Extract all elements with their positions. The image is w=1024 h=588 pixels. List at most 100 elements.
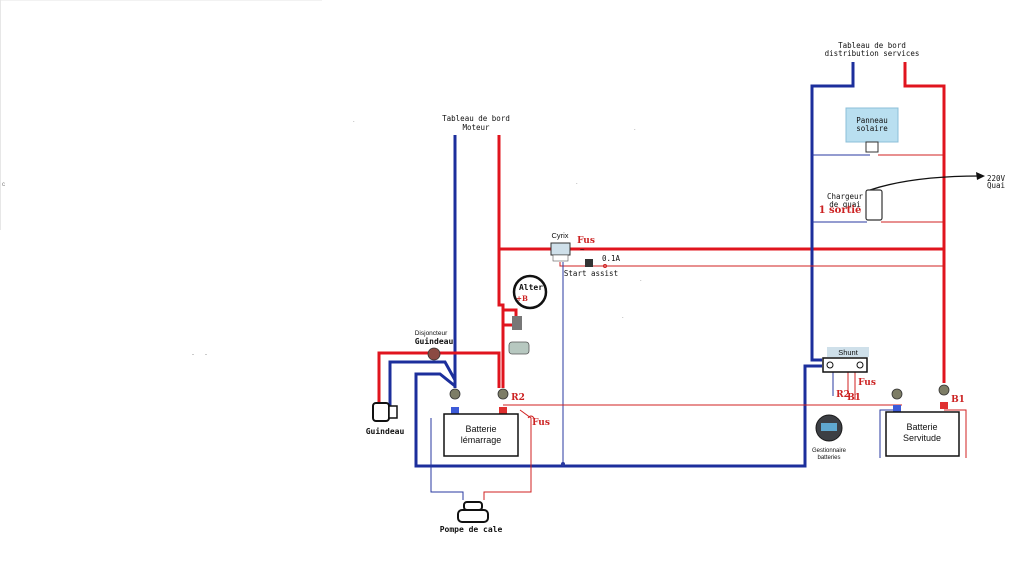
bilge-pump-body-icon bbox=[457, 509, 489, 523]
starter-motor-icon bbox=[508, 341, 530, 355]
stray-dot-5: . bbox=[576, 180, 578, 186]
shore-charger-icon bbox=[865, 189, 883, 221]
tableau-moteur-label-l1: Tableau de bord bbox=[442, 114, 510, 123]
start-assist: Start assist 0.1A bbox=[564, 254, 621, 278]
service-battery-box bbox=[885, 411, 960, 457]
service-battery: Batterie Servitude bbox=[885, 411, 960, 457]
bilge-pump-label: Pompe de cale bbox=[440, 525, 503, 534]
starter-battery-label-l2: lémarrage bbox=[461, 435, 502, 445]
thin-red-pump bbox=[483, 409, 532, 500]
ground-node bbox=[561, 462, 565, 466]
cyrix-icon bbox=[550, 242, 571, 256]
bilge-pump-top-icon bbox=[463, 501, 483, 511]
tableau-moteur-label-l2: Moteur bbox=[462, 123, 490, 132]
stray-dot-7: . bbox=[622, 314, 624, 320]
start-assist-switch-icon bbox=[585, 259, 593, 267]
stray-dot: - bbox=[192, 352, 194, 358]
windlass-motor: Guindeau bbox=[366, 402, 405, 436]
servitude-positive-post-icon bbox=[940, 402, 948, 409]
fus-label-cyrix: Fus bbox=[577, 236, 595, 246]
red-wire-distribution bbox=[903, 62, 946, 383]
solar-regulator-icon bbox=[865, 141, 879, 153]
shore-charger-label-l1: Chargeur bbox=[827, 192, 864, 201]
r2-left-label: R2 bbox=[511, 393, 525, 403]
quai-label-l1: 220V bbox=[987, 174, 1006, 183]
thin-blue-servitude bbox=[879, 409, 897, 458]
tableau-services-label-l2: distribution services bbox=[825, 49, 920, 58]
fus-left-label: Fus bbox=[532, 418, 550, 428]
alternator-label: Alter bbox=[519, 283, 543, 292]
red-wire-guindeau bbox=[377, 351, 429, 403]
red-wire-disjoncteur bbox=[440, 351, 501, 388]
service-battery-label-l2: Servitude bbox=[903, 433, 941, 443]
tableau-moteur-label-bg bbox=[441, 113, 511, 135]
thin-blue-pump bbox=[430, 418, 464, 500]
stray-dot-4: . bbox=[634, 126, 636, 132]
positive-terminal-icon bbox=[497, 388, 509, 400]
negative-post-icon bbox=[451, 407, 459, 414]
windlass-gear-icon bbox=[388, 405, 398, 419]
breaker-icon bbox=[427, 347, 441, 361]
guindeau-breaker: Disjoncteur Guindeau bbox=[415, 330, 454, 361]
blue-wire-bottom-loop bbox=[414, 364, 822, 468]
starter-battery-box bbox=[443, 413, 519, 457]
cyrix-label: Cyrix bbox=[551, 231, 568, 240]
battery-terminals-left bbox=[449, 388, 509, 414]
alternator: Alter +B bbox=[508, 274, 548, 355]
alternator-icon bbox=[512, 274, 548, 310]
quai-cable bbox=[869, 175, 981, 191]
shore-charger-label-l2: de quai bbox=[829, 200, 861, 209]
thin-red-servitude bbox=[944, 409, 967, 458]
positive-post-icon bbox=[499, 407, 507, 414]
fus-shunt-label: Fus bbox=[858, 378, 876, 388]
stray-dot-2: - bbox=[205, 352, 207, 358]
windlass-motor-icon bbox=[372, 402, 390, 422]
solar-panel: Panneau solaire bbox=[845, 107, 899, 153]
cyrix-relay: Cyrix bbox=[550, 231, 571, 262]
battery-monitor-label-l1: Gestionnaire bbox=[812, 448, 847, 454]
solar-panel-label-l1: Panneau bbox=[856, 116, 888, 125]
servitude-negative-post-icon bbox=[893, 405, 901, 412]
cyrix-terminals-icon bbox=[552, 254, 569, 262]
fuse-small-icon bbox=[603, 264, 607, 268]
stray-dot-3: . bbox=[353, 118, 355, 124]
starter-battery: Batterie lémarrage bbox=[443, 413, 519, 457]
starter-relay-icon bbox=[512, 316, 522, 330]
shunt-label-bg bbox=[827, 347, 869, 357]
bilge-pump: Pompe de cale bbox=[440, 501, 503, 534]
service-battery-label-l1: Batterie bbox=[906, 422, 937, 432]
thin-red-start-assist bbox=[559, 262, 945, 267]
disjoncteur-guindeau-label: Guindeau bbox=[415, 336, 454, 346]
shore-charger-output-label: 1 sortie bbox=[819, 205, 862, 216]
blue-wire-distribution bbox=[810, 62, 855, 362]
battery-monitor-label-l2: batteries bbox=[817, 455, 840, 461]
servitude-negative-terminal-icon bbox=[891, 388, 903, 400]
solar-panel-label-l2: solaire bbox=[856, 124, 888, 133]
start-assist-label: Start assist bbox=[564, 269, 618, 278]
quai-label-l2: Quai bbox=[987, 181, 1005, 190]
red-wire-tableau-moteur bbox=[497, 132, 505, 388]
fuse-left-icon bbox=[527, 415, 535, 419]
quai-arrow-icon bbox=[976, 172, 985, 180]
r2-shunt-label: R2 bbox=[836, 390, 850, 400]
battery-terminals-right bbox=[891, 384, 950, 412]
shunt-terminal-neg-icon bbox=[826, 361, 834, 369]
stray-dot-6: . bbox=[640, 277, 642, 283]
b1-shunt-label: B1 bbox=[847, 393, 861, 403]
shore-charger: Chargeur de quai 1 sortie bbox=[819, 189, 883, 221]
windlass-label: Guindeau bbox=[366, 426, 405, 436]
starter-battery-label-l1: Batterie bbox=[465, 424, 496, 434]
battery-monitor: Gestionnaire batteries bbox=[812, 414, 847, 461]
fuse-small-label: 0.1A bbox=[602, 254, 621, 263]
negative-terminal-icon bbox=[449, 388, 461, 400]
blue-wire-guindeau bbox=[388, 360, 457, 415]
solar-panel-box bbox=[845, 107, 899, 143]
shunt: Shunt bbox=[822, 347, 869, 373]
fuse-inline-mark: ~ bbox=[580, 245, 585, 254]
tableau-services-label-l1: Tableau de bord bbox=[838, 41, 906, 50]
b1-right-label: B1 bbox=[951, 395, 965, 405]
battery-monitor-screen-icon bbox=[821, 423, 837, 431]
shunt-icon bbox=[822, 357, 868, 373]
disjoncteur-label: Disjoncteur bbox=[415, 330, 448, 337]
